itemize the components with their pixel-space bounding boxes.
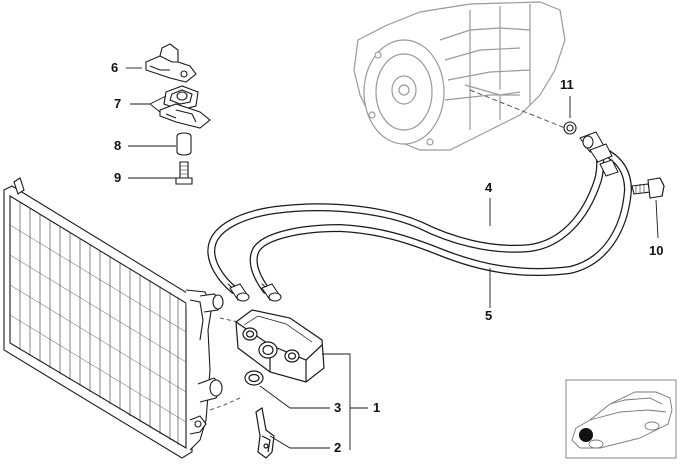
callout-8: 8 (114, 138, 122, 153)
banjo-bolt (631, 177, 665, 199)
callout-2: 2 (334, 440, 342, 455)
vehicle-location-inset (565, 379, 677, 459)
bolt-9 (175, 161, 193, 185)
hose-clip (145, 43, 197, 83)
car-silhouette-icon (571, 391, 673, 449)
oil-cooler-lines (207, 136, 633, 297)
bushing (176, 132, 192, 156)
radiator (3, 177, 224, 459)
callout-6: 6 (111, 60, 119, 75)
transmission-housing (353, 1, 566, 151)
sealing-washer (563, 121, 577, 135)
mounting-bracket (255, 406, 275, 459)
callout-5: 5 (485, 308, 493, 323)
callout-11: 11 (560, 77, 574, 92)
leader-lines (126, 67, 659, 450)
callout-10: 10 (649, 243, 664, 258)
hose-fittings (229, 131, 619, 302)
seal-ring (244, 370, 264, 386)
bracket-assembly (159, 85, 211, 129)
callout-3: 3 (334, 400, 342, 415)
oil-cooler (235, 309, 325, 383)
callout-9: 9 (114, 170, 122, 185)
callout-4: 4 (485, 180, 493, 195)
callout-1: 1 (373, 400, 381, 415)
location-marker-icon (579, 428, 593, 442)
callout-7: 7 (114, 96, 122, 111)
